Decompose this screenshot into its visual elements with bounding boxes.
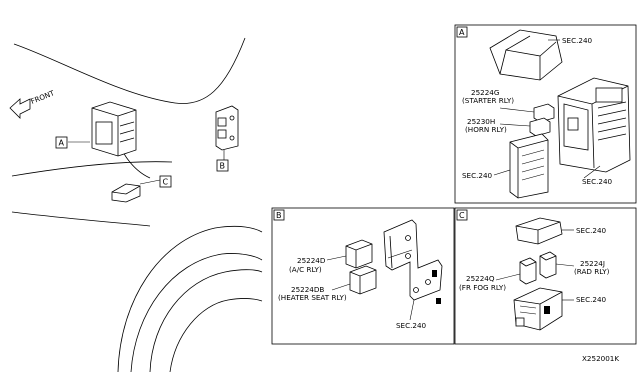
panel-b: B 25224D (A/C RLY) 25224DB (HEATER SEAT …: [271, 207, 455, 345]
diagram-id: X252001K: [582, 354, 619, 363]
bracket-overview: [215, 105, 239, 160]
front-arrow: FRONT: [9, 88, 56, 119]
fog-relay-part-number: 25224Q: [466, 274, 495, 283]
starter-relay-part-number: 25224G: [471, 88, 499, 97]
panel-a-tag: A: [459, 28, 465, 37]
starter-relay-desc: (STARTER RLY): [462, 96, 514, 105]
overview-tag-a: A: [55, 136, 68, 149]
relay-overview: [111, 179, 161, 203]
heater-seat-relay-desc: (HEATER SEAT RLY): [278, 293, 347, 302]
heater-seat-relay-part-number: 25224DB: [291, 285, 324, 294]
overview-tag-b: B: [216, 159, 229, 172]
ac-relay-part-number: 25224D: [297, 256, 326, 265]
ac-relay-desc: (A/C RLY): [289, 265, 322, 274]
horn-relay-part-number: 25230H: [467, 117, 495, 126]
panel-c-sec-top: SEC.240: [576, 226, 607, 235]
panel-c: C SEC.240 25224J (RAD RLY) 25224Q (FR FO…: [454, 207, 637, 345]
svg-text:C: C: [163, 178, 169, 187]
rad-relay-desc: (RAD RLY): [574, 267, 610, 276]
horn-relay-desc: (HORN RLY): [465, 125, 507, 134]
fuse-box-overview: [68, 101, 137, 157]
panel-a-sec-right: SEC.240: [582, 177, 613, 186]
panel-a-sec-left: SEC.240: [462, 171, 493, 180]
vehicle-overview: [11, 37, 263, 372]
panel-a-sec-top: SEC.240: [562, 36, 593, 45]
panel-a: A SEC.240 25224G (STARTER RLY) 25230H (H…: [454, 24, 637, 204]
panel-b-tag: B: [276, 211, 282, 220]
panel-c-sec-bottom: SEC.240: [576, 295, 607, 304]
svg-text:B: B: [220, 162, 226, 171]
overview-tag-c: C: [159, 175, 172, 188]
front-label: FRONT: [29, 88, 56, 106]
panel-c-tag: C: [459, 211, 465, 220]
panel-b-sec-bottom: SEC.240: [396, 321, 427, 330]
svg-text:A: A: [59, 139, 65, 148]
rad-relay-part-number: 25224J: [580, 259, 605, 268]
fog-relay-desc: (FR FOG RLY): [459, 283, 506, 292]
